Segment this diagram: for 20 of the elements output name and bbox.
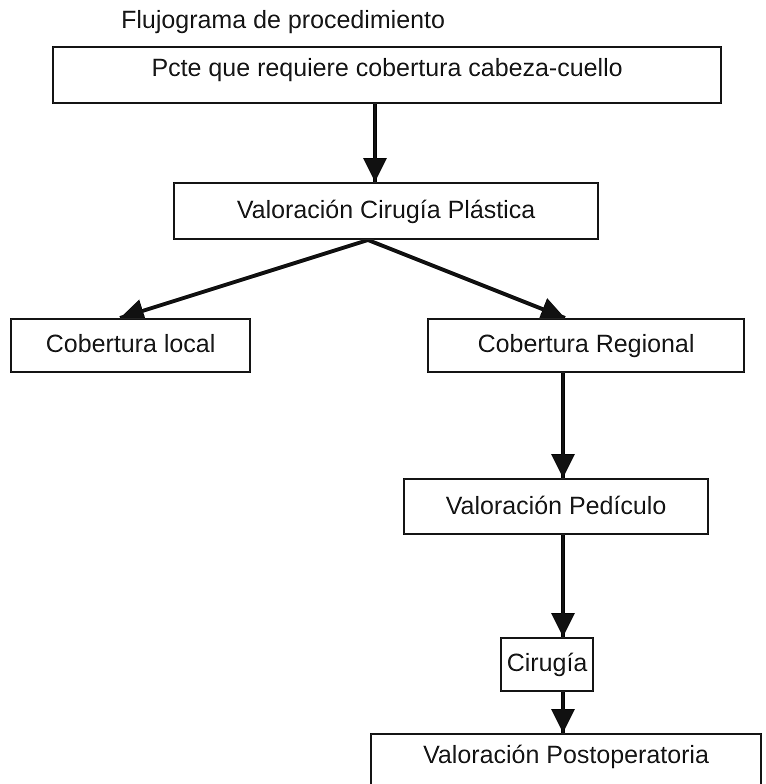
node-label: Cobertura local [46, 330, 216, 359]
process-box [370, 733, 762, 784]
process-box [173, 182, 599, 240]
arrow [551, 373, 575, 478]
node-label: Cobertura Regional [478, 330, 694, 359]
process-box [500, 637, 594, 692]
process-box [427, 318, 745, 373]
node-label: Valoración Cirugía Plástica [236, 196, 536, 225]
node-label: Valoración Postoperatoria [423, 741, 709, 770]
arrow [551, 535, 575, 637]
process-box [52, 46, 722, 104]
process-box [403, 478, 709, 535]
arrow [367, 238, 566, 320]
node-label: Cirugía [506, 649, 588, 678]
node-label: Pcte que requiere cobertura cabeza-cuello [151, 54, 623, 83]
node-label: Valoración Pedículo [446, 492, 666, 521]
process-box [10, 318, 251, 373]
arrow [551, 692, 575, 733]
diagram-title: Flujograma de procedimiento [120, 6, 446, 35]
arrow [363, 104, 387, 182]
